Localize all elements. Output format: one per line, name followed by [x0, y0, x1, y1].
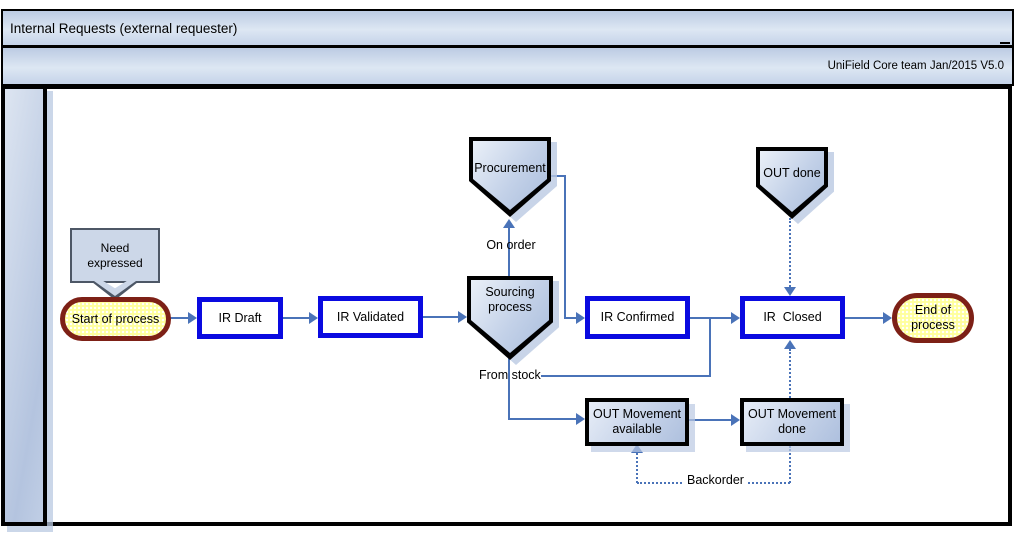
node-ir-closed: IR Closed [740, 296, 845, 339]
node-out-movement-done: OUT Movement done [740, 398, 844, 446]
node-ir-confirmed-label: IR Confirmed [600, 310, 675, 325]
edge-label-backorder: Backorder [684, 473, 747, 487]
node-end-of-process: End of process [892, 293, 974, 343]
edge-fromstock-v [709, 319, 711, 377]
arrowhead-validated-to-sourcing [458, 311, 467, 323]
edge-label-from-stock: From stock [479, 368, 541, 382]
node-ir-confirmed: IR Confirmed [585, 296, 690, 339]
node-out-movement-available: OUT Movement available [585, 398, 689, 446]
edge-start-to-draft [170, 317, 189, 319]
swimlane-bar [1, 85, 47, 526]
version-label: UniField Core team Jan/2015 V5.0 [827, 60, 1004, 72]
need-expressed-down-arrow [92, 281, 138, 300]
arrowhead-closed-to-end [883, 312, 892, 324]
node-procurement: Procurement [469, 137, 551, 217]
node-start-of-process-label: Start of process [71, 311, 160, 326]
node-ir-validated-label: IR Validated [336, 309, 405, 324]
node-out-movement-done-label: OUT Movement done [748, 407, 836, 436]
arrowhead-outavailable-to-outdone [731, 414, 740, 426]
edge-backorder-v-left [636, 453, 638, 483]
arrowhead-start-to-draft [188, 312, 197, 324]
node-procurement-label: Procurement [474, 161, 546, 175]
edge-validated-to-sourcing [423, 316, 459, 318]
arrowhead-draft-to-validated [309, 312, 318, 324]
edge-procurement-to-confirmed [564, 317, 578, 319]
node-out-movement-available-label: OUT Movement available [593, 407, 681, 436]
node-ir-draft: IR Draft [197, 297, 283, 339]
arrowhead-to-outavailable [576, 413, 585, 425]
edge-procurement-out-h [551, 175, 566, 177]
edge-sourcing-to-outavailable [508, 418, 577, 420]
arrowhead-movementdone-to-closed [784, 340, 796, 349]
edge-sourcing-down [508, 358, 510, 419]
title-bar: Internal Requests (external requester) [1, 9, 1014, 47]
edge-outavailable-to-outdone [689, 419, 732, 421]
node-end-of-process-label: End of process [911, 303, 955, 332]
arrowhead-outdone-to-closed [784, 287, 796, 296]
node-ir-validated: IR Validated [318, 296, 423, 338]
edge-draft-to-validated [283, 317, 310, 319]
edge-fromstock-h [541, 375, 711, 377]
subtitle-bar: UniField Core team Jan/2015 V5.0 [1, 46, 1014, 86]
arrowhead-confirmed-to-closed [731, 312, 740, 324]
node-sourcing-process: Sourcing process [467, 276, 553, 360]
header-dash-artifact [1000, 42, 1010, 44]
node-out-done-label: OUT done [763, 166, 821, 180]
arrowhead-onorder-to-procurement [503, 219, 515, 228]
edge-sourcing-to-procurement [508, 228, 510, 277]
edge-closed-to-end [845, 317, 884, 319]
edge-label-on-order: On order [486, 238, 536, 252]
node-need-expressed: Need expressed [70, 228, 160, 283]
page-title: Internal Requests (external requester) [10, 20, 238, 36]
arrowhead-to-confirmed [576, 312, 585, 324]
edge-procurement-out-v [564, 175, 566, 319]
node-sourcing-process-label: Sourcing process [485, 285, 535, 314]
node-need-expressed-label: Need expressed [87, 241, 143, 270]
edge-movementdone-to-closed-dotted [789, 349, 791, 398]
node-ir-closed-label: IR Closed [763, 310, 822, 325]
edge-outdone-to-closed-dotted [789, 218, 791, 287]
edge-confirmed-to-closed [690, 317, 732, 319]
edge-backorder-v-right [789, 446, 791, 483]
node-out-done: OUT done [756, 147, 828, 219]
arrowhead-backorder-to-available [631, 444, 643, 453]
node-ir-draft-label: IR Draft [218, 310, 262, 325]
node-start-of-process: Start of process [60, 297, 171, 341]
